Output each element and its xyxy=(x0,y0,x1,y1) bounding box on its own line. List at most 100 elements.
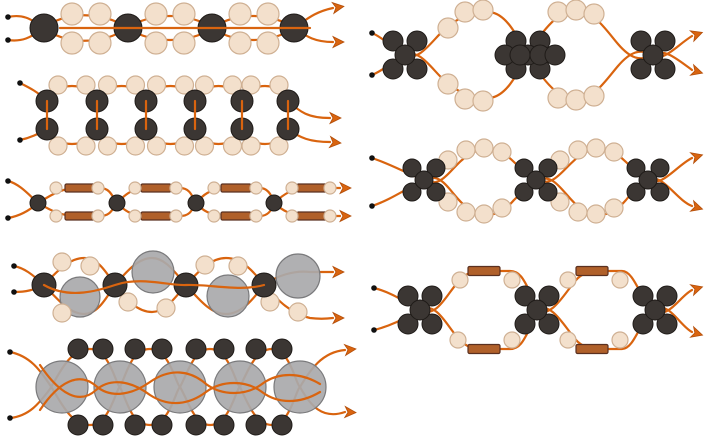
dark-bead xyxy=(650,182,670,202)
light-bead xyxy=(269,136,289,156)
dark-bead xyxy=(538,285,560,307)
dark-bead xyxy=(632,285,654,307)
dark-bead xyxy=(92,338,114,360)
light-bead xyxy=(118,292,138,312)
dark-bead xyxy=(29,194,47,212)
thread-path xyxy=(38,371,322,412)
light-bead xyxy=(503,331,521,349)
bugle-bead xyxy=(296,211,328,221)
light-bead xyxy=(88,2,112,26)
thread-start-dot xyxy=(7,415,13,421)
dark-bead xyxy=(421,285,443,307)
thread-path xyxy=(38,363,322,405)
thread-arrowhead xyxy=(343,343,357,357)
thread-start-dot xyxy=(371,327,377,333)
light-bead xyxy=(49,209,63,223)
light-bead xyxy=(172,2,196,26)
thread-start-dot xyxy=(371,285,377,291)
dark-bead xyxy=(514,158,534,178)
light-bead xyxy=(611,331,629,349)
light-bead xyxy=(472,90,494,112)
dark-bead xyxy=(382,30,404,52)
light-bead xyxy=(256,2,280,26)
light-bead xyxy=(195,255,215,275)
dark-bead xyxy=(406,30,428,52)
light-bead xyxy=(228,31,252,55)
light-bead xyxy=(474,204,494,224)
light-bead xyxy=(559,331,577,349)
light-bead xyxy=(48,75,68,95)
light-bead xyxy=(128,209,142,223)
bugle-bead xyxy=(220,183,252,193)
bugle-bead xyxy=(64,211,96,221)
dark-bead xyxy=(514,182,534,202)
dark-bead xyxy=(406,58,428,80)
thread-arrowhead xyxy=(329,111,342,125)
thread-start-dot xyxy=(369,30,375,36)
light-bead xyxy=(207,209,221,223)
dark-bead xyxy=(151,414,173,436)
light-bead xyxy=(565,89,587,111)
thread-start-dot xyxy=(5,215,11,221)
dark-bead xyxy=(654,58,676,80)
light-bead xyxy=(91,209,105,223)
light-bead xyxy=(456,140,476,160)
thread-start-dot xyxy=(5,14,11,20)
dark-bead xyxy=(29,13,59,43)
light-bead xyxy=(125,136,146,156)
thread-start-dot xyxy=(5,37,11,43)
dark-bead xyxy=(151,338,173,360)
dark-bead xyxy=(514,285,536,307)
dark-bead xyxy=(402,158,422,178)
thread-arrowhead xyxy=(328,135,342,149)
dark-bead xyxy=(409,299,431,321)
light-bead xyxy=(437,17,459,39)
light-bead xyxy=(454,88,476,110)
large-gray-bead xyxy=(131,250,175,294)
thread-start-dot xyxy=(11,263,17,269)
dark-bead xyxy=(538,158,558,178)
dark-bead xyxy=(245,414,267,436)
light-bead xyxy=(228,2,252,26)
light-bead xyxy=(144,31,168,55)
thread-arrowhead xyxy=(689,152,704,165)
thread-arrowhead xyxy=(688,30,704,43)
thread-start-dot xyxy=(369,72,375,78)
bugle-bead xyxy=(140,211,172,221)
dark-bead xyxy=(538,313,560,335)
arrow-layer xyxy=(5,1,704,421)
bugle-bead xyxy=(467,343,501,355)
light-bead xyxy=(285,209,299,223)
light-bead xyxy=(97,75,118,95)
light-bead xyxy=(249,209,263,223)
thread-arrowhead xyxy=(689,284,704,297)
light-bead xyxy=(437,73,459,95)
thread-arrowhead xyxy=(343,405,357,419)
dark-bead xyxy=(538,182,558,202)
light-bead xyxy=(91,181,105,195)
light-bead xyxy=(146,136,167,156)
light-bead xyxy=(288,302,308,322)
light-bead xyxy=(449,331,467,349)
light-bead xyxy=(88,31,112,55)
light-bead xyxy=(52,303,72,323)
light-bead xyxy=(207,181,221,195)
dark-bead xyxy=(402,182,422,202)
light-bead xyxy=(256,31,280,55)
dark-bead xyxy=(630,58,652,80)
light-bead xyxy=(583,85,605,107)
dark-bead xyxy=(544,44,566,66)
light-bead xyxy=(144,2,168,26)
thread-arrowhead xyxy=(332,35,345,49)
dark-bead xyxy=(187,194,205,212)
bead-layer xyxy=(29,0,678,436)
thread-arrowhead xyxy=(332,265,345,279)
thread-top-layer xyxy=(38,26,322,412)
dark-bead xyxy=(265,194,283,212)
light-bead xyxy=(547,87,569,109)
light-bead xyxy=(474,138,494,158)
light-bead xyxy=(60,31,84,55)
thread-path xyxy=(42,280,266,294)
light-bead xyxy=(128,181,142,195)
